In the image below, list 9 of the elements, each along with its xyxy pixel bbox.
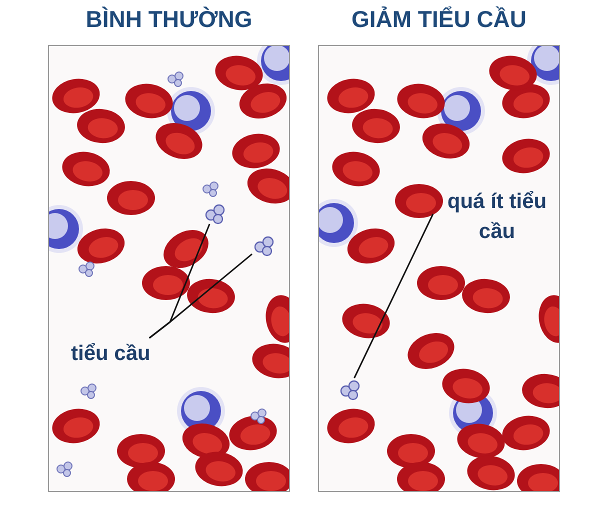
callout-label: tiểu cầu	[71, 339, 191, 369]
leader-line	[148, 254, 252, 339]
platelet-icon	[253, 235, 275, 257]
panel-title: GIẢM TIỂU CẦU	[350, 6, 528, 33]
platelet-icon	[204, 203, 226, 225]
platelet-icon	[339, 379, 361, 401]
callout-label: quá ít tiểu cầu	[437, 187, 557, 249]
leader-line	[354, 214, 434, 378]
panel-title: BÌNH THƯỜNG	[84, 6, 254, 33]
